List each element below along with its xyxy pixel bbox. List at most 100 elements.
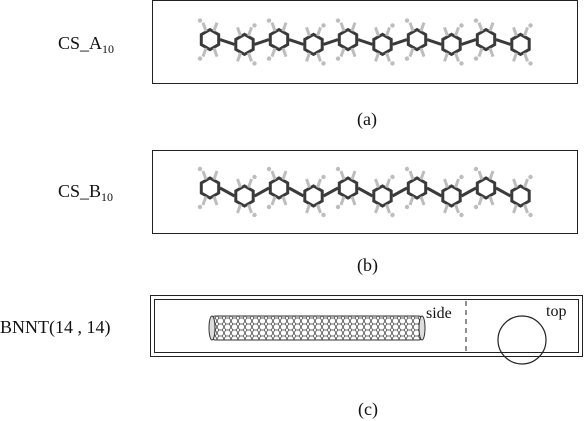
hydrogen-atom bbox=[335, 56, 341, 61]
hydrogen-atom bbox=[473, 56, 479, 61]
side-bond bbox=[385, 178, 391, 188]
ring bbox=[268, 176, 290, 200]
hydrogen-atom bbox=[404, 56, 410, 61]
side-bond bbox=[350, 196, 357, 206]
side-bond bbox=[350, 170, 357, 180]
label-cs-b-main: CS_B bbox=[58, 181, 102, 201]
side-bond bbox=[512, 204, 518, 214]
hydrogen-atom bbox=[335, 18, 341, 23]
side-bond bbox=[443, 26, 449, 37]
side-bond bbox=[316, 52, 322, 62]
side-bond bbox=[374, 178, 380, 188]
side-bond bbox=[212, 170, 219, 180]
side-bond bbox=[385, 52, 391, 62]
ring bbox=[510, 184, 531, 208]
side-bond bbox=[454, 178, 460, 188]
side-bond bbox=[454, 204, 460, 214]
side-bond bbox=[236, 178, 242, 188]
hydrogen-atom bbox=[473, 18, 479, 23]
side-bond bbox=[374, 204, 380, 214]
side-bond bbox=[488, 47, 495, 58]
molecule-cs-b10 bbox=[197, 166, 533, 218]
label-side: side bbox=[426, 305, 452, 322]
hydrogen-atom bbox=[266, 204, 272, 210]
hydrogen-atom bbox=[473, 204, 479, 210]
panel-c-outer-frame bbox=[150, 295, 583, 357]
label-cs-b-sub: 10 bbox=[101, 190, 114, 204]
caption-a: (a) bbox=[357, 109, 377, 129]
side-bond bbox=[374, 26, 380, 37]
hydrogen-atom bbox=[197, 18, 203, 23]
side-bond bbox=[512, 52, 518, 62]
side-bond bbox=[270, 22, 277, 32]
ring bbox=[510, 32, 531, 57]
bond bbox=[426, 38, 442, 46]
side-bond bbox=[488, 170, 495, 180]
side-bond bbox=[419, 22, 426, 32]
hydrogen-atom bbox=[459, 212, 464, 218]
side-bond bbox=[270, 170, 277, 180]
hydrogen-atom bbox=[528, 23, 533, 28]
side-bond bbox=[523, 52, 529, 62]
hydrogen-atom bbox=[197, 56, 203, 61]
side-bond bbox=[454, 52, 460, 62]
side-bond bbox=[212, 22, 219, 32]
side-bond bbox=[523, 204, 529, 214]
bond bbox=[357, 38, 373, 46]
hydrogen-atom bbox=[321, 61, 326, 66]
hydrogen-atom bbox=[335, 204, 341, 210]
hydrogen-atom bbox=[404, 18, 410, 23]
side-bond bbox=[477, 22, 484, 32]
ring bbox=[441, 184, 462, 208]
hydrogen-atom bbox=[252, 212, 257, 218]
hydrogen-atom bbox=[252, 23, 257, 28]
ring bbox=[406, 176, 428, 200]
hydrogen-atom bbox=[459, 174, 464, 180]
hydrogen-atom bbox=[473, 166, 479, 172]
ring bbox=[337, 176, 359, 200]
side-bond bbox=[477, 170, 484, 180]
side-bond bbox=[247, 178, 253, 188]
label-cs-b10: CS_B10 bbox=[58, 182, 113, 203]
bond bbox=[253, 186, 270, 198]
hydrogen-atom bbox=[404, 204, 410, 210]
side-bond bbox=[212, 196, 219, 206]
hydrogen-atom bbox=[266, 166, 272, 172]
ring bbox=[303, 184, 324, 208]
label-cs-a-sub: 10 bbox=[102, 42, 115, 56]
bond bbox=[495, 38, 511, 46]
ring bbox=[475, 176, 497, 200]
side-bond bbox=[419, 47, 426, 58]
hydrogen-atom bbox=[266, 56, 272, 61]
ring bbox=[337, 27, 359, 52]
side-bond bbox=[374, 52, 380, 62]
hydrogen-atom bbox=[197, 166, 203, 172]
bnnt-top-view bbox=[497, 315, 547, 365]
bond bbox=[495, 186, 512, 198]
panel-b-frame bbox=[152, 150, 578, 234]
side-bond bbox=[443, 178, 449, 188]
side-bond bbox=[281, 47, 288, 58]
ring bbox=[268, 27, 290, 52]
ring bbox=[372, 184, 393, 208]
hydrogen-atom bbox=[252, 174, 257, 180]
side-bond bbox=[512, 178, 518, 188]
hydrogen-atom bbox=[197, 204, 203, 210]
side-bond bbox=[201, 22, 208, 32]
bond bbox=[219, 186, 236, 198]
side-bond bbox=[316, 204, 322, 214]
side-bond bbox=[247, 26, 253, 37]
side-bond bbox=[281, 22, 288, 32]
hydrogen-atom bbox=[266, 18, 272, 23]
side-bond bbox=[488, 22, 495, 32]
side-bond bbox=[236, 26, 242, 37]
ring bbox=[234, 184, 255, 208]
side-bond bbox=[270, 196, 277, 206]
side-bond bbox=[201, 47, 208, 58]
hydrogen-atom bbox=[390, 174, 395, 180]
side-bond bbox=[408, 196, 415, 206]
side-bond bbox=[305, 26, 311, 37]
side-bond bbox=[281, 170, 288, 180]
side-bond bbox=[385, 204, 391, 214]
